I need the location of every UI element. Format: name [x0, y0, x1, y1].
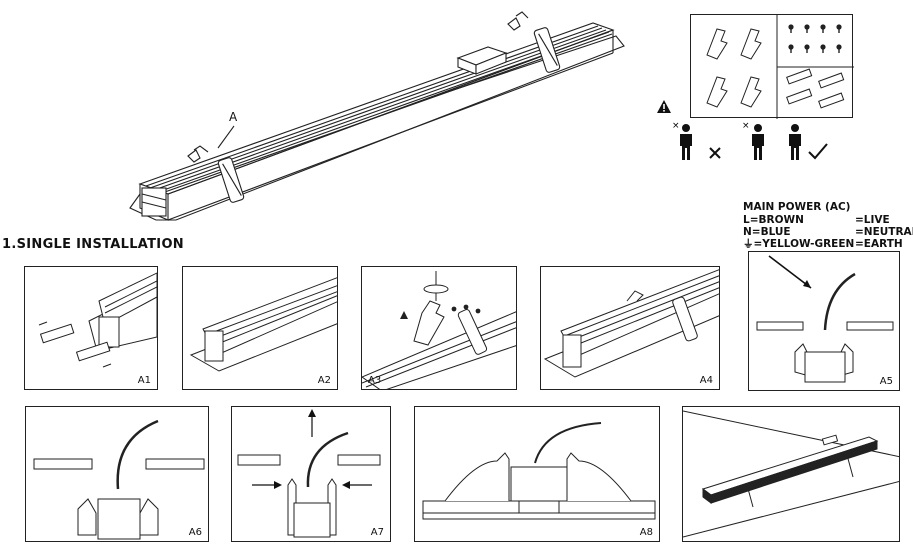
spring-clip-icons [706, 28, 762, 108]
two-people-ok [785, 120, 833, 164]
wiring-legend: MAIN POWER (AC) L=BROWN =LIVE N=BLUE =NEUT… [743, 201, 913, 250]
connector-plate-icons [786, 68, 845, 109]
wiring-row-left: L=BROWN [743, 214, 804, 226]
svg-text:×: × [672, 121, 680, 131]
step-label: A4 [699, 375, 713, 386]
step-panel-a8: A8 [414, 406, 660, 542]
wiring-row-right: =LIVE [855, 214, 890, 226]
wiring-row-left: N=BLUE [743, 226, 791, 238]
step-panel-a6: A6 [25, 406, 209, 542]
wiring-heading: MAIN POWER (AC) [743, 201, 851, 213]
step-label: A3 [368, 375, 382, 386]
step-panel-a1: A1 [24, 266, 158, 390]
step-panel-a5: A5 [748, 251, 900, 391]
wiring-row-right: =EARTH [855, 238, 903, 250]
screw-icons [788, 24, 842, 53]
callout-a-label: A [229, 110, 238, 124]
step-label: A2 [317, 375, 331, 386]
wiring-row-right: =NEUTRAI [855, 226, 913, 238]
wiring-row-left: ⏚=YELLOW-GREEN [743, 238, 855, 250]
step-panel-a4: A4 [540, 266, 720, 390]
section-title: 1.SINGLE INSTALLATION [2, 237, 184, 252]
svg-text:×: × [742, 121, 750, 131]
step-panel-final [682, 406, 900, 542]
step-panel-a3: A3 [361, 266, 517, 390]
step-panel-a2: A2 [182, 266, 338, 390]
step-label: A5 [879, 376, 893, 387]
step-label: A7 [370, 527, 384, 538]
step-label: A8 [639, 527, 653, 538]
step-label: A6 [188, 527, 202, 538]
step-panel-a7: A7 [231, 406, 391, 542]
warning-icon [657, 100, 671, 113]
main-luminaire-drawing [128, 8, 628, 223]
one-person-not-allowed: × [672, 120, 732, 164]
step-label: A1 [137, 375, 151, 386]
one-person-not-allowed-2: × [742, 120, 778, 164]
parts-box [690, 14, 854, 119]
